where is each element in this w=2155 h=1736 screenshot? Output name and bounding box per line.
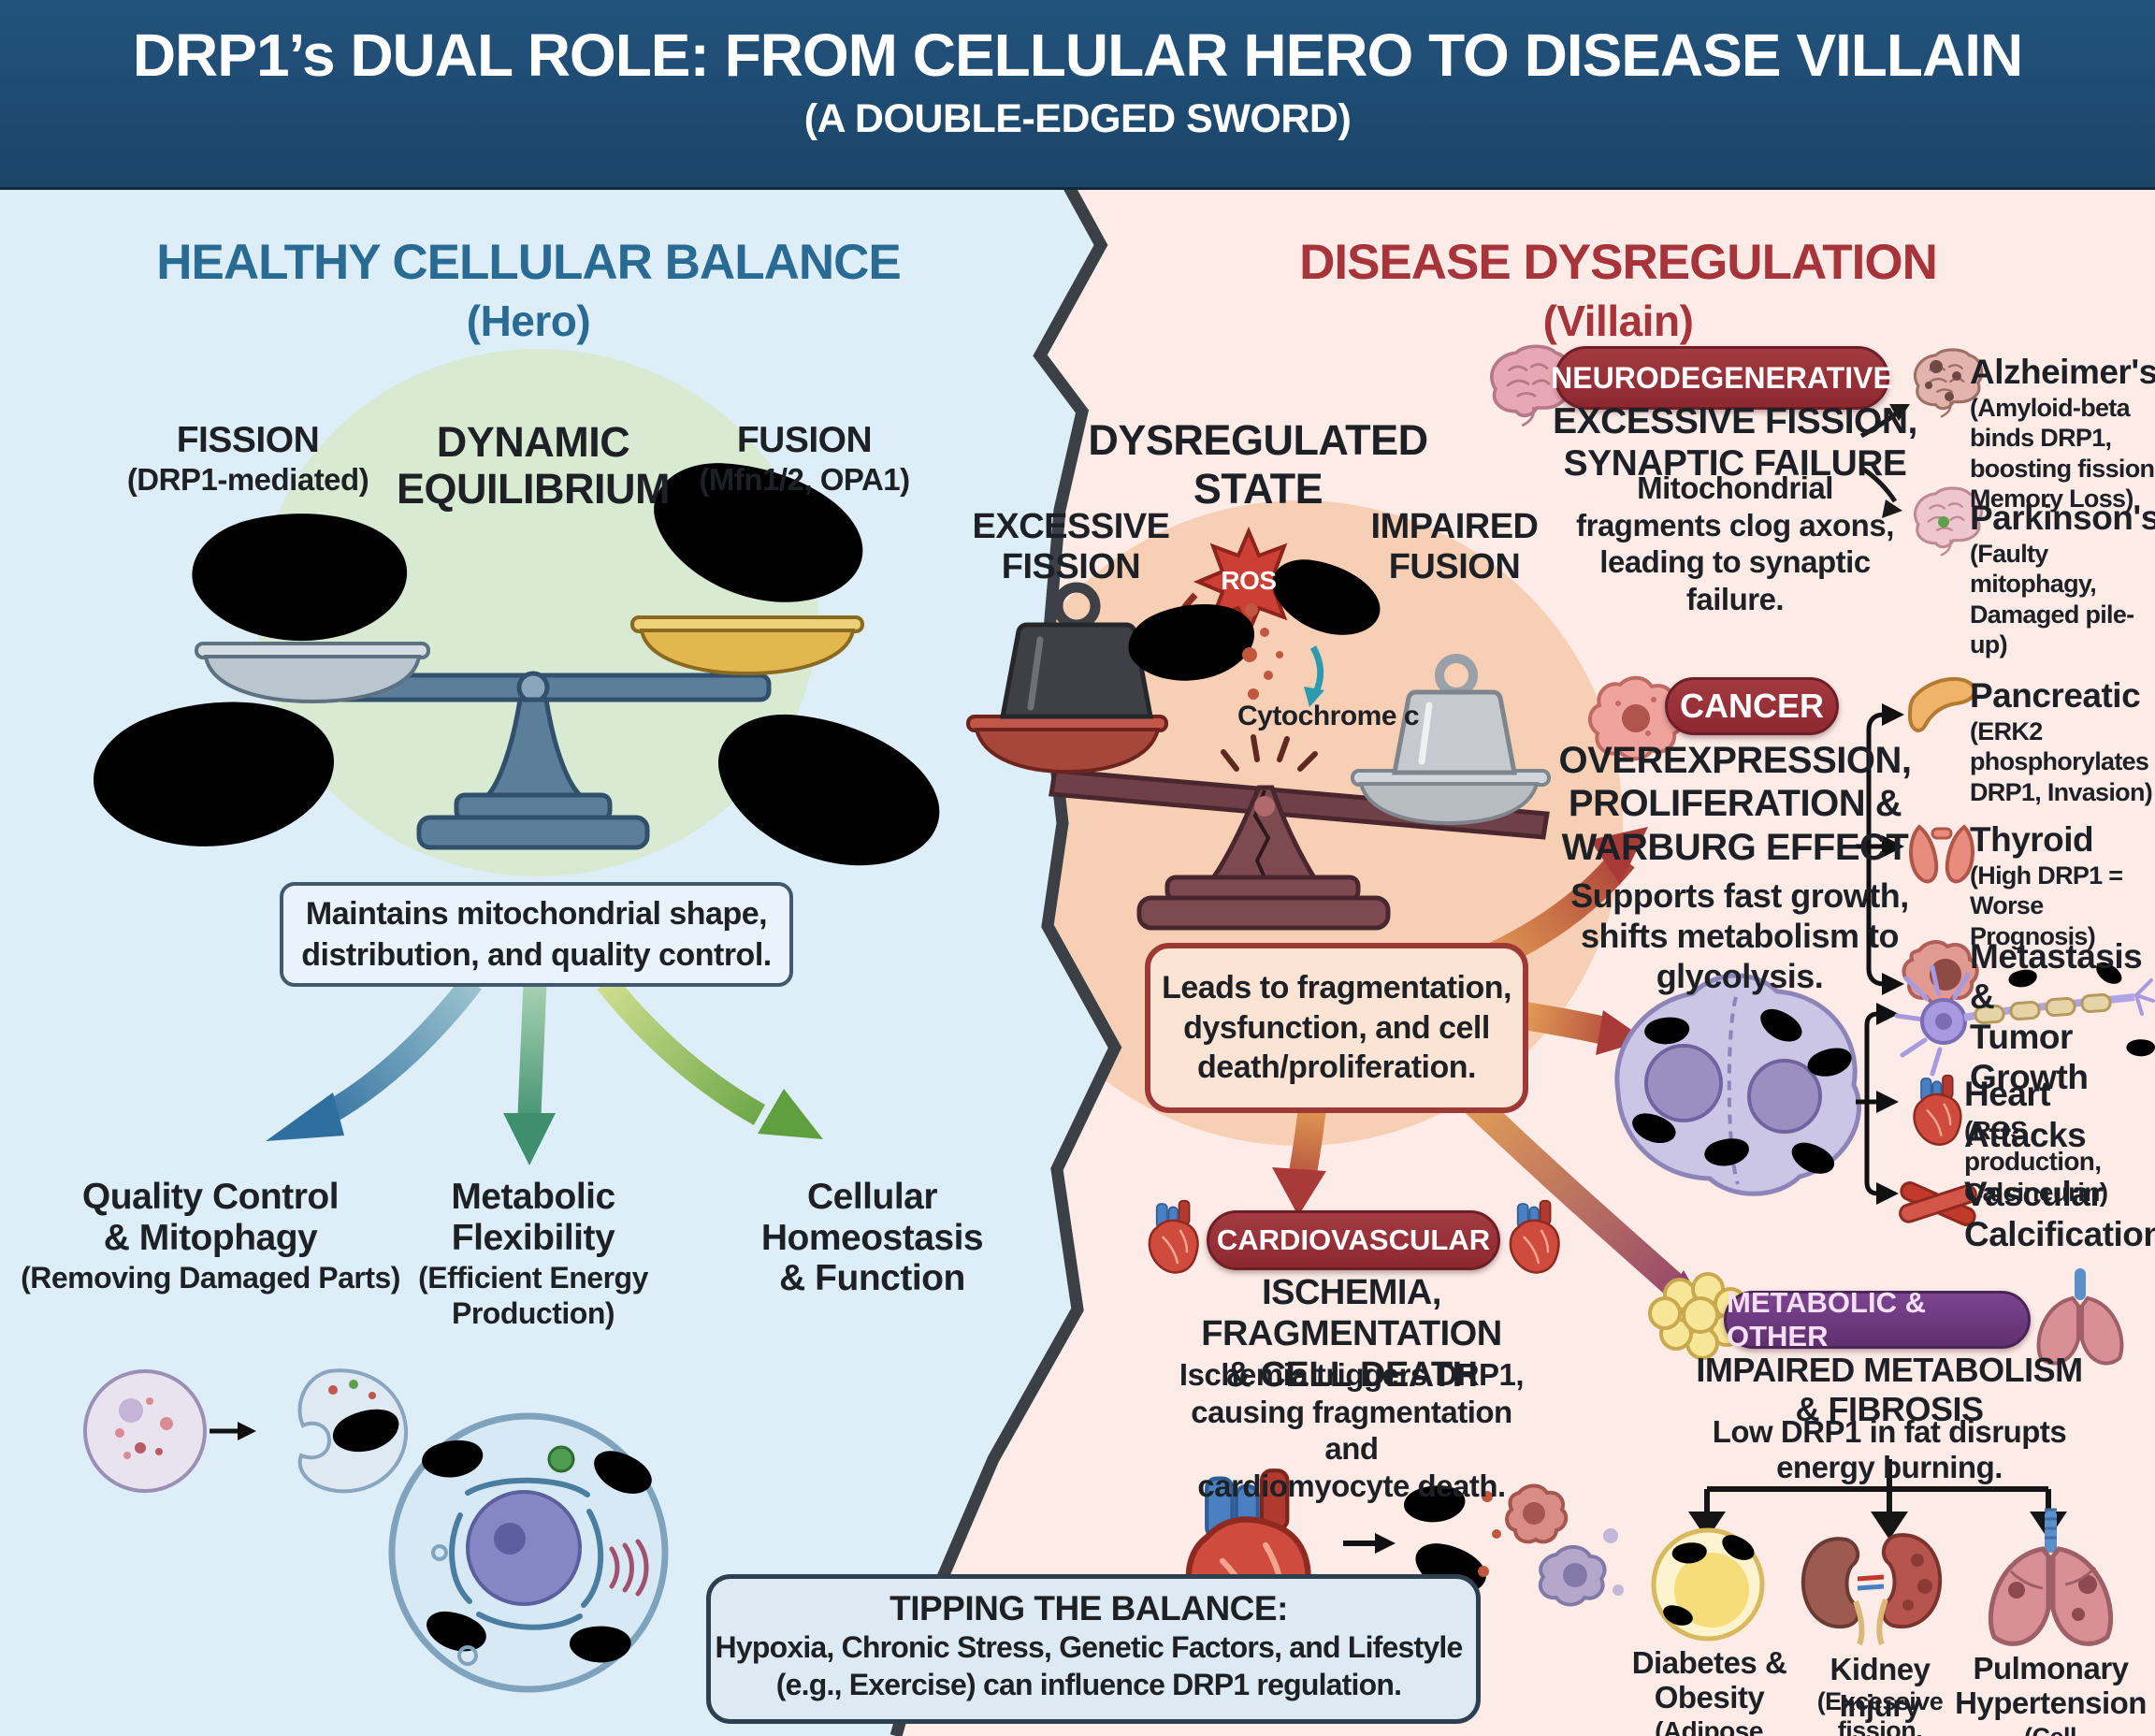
leads-box: Leads to fragmentation, dysfunction, and… [1145, 943, 1528, 1113]
metabolic-body: Low DRP1 in fat disrupts energy burning. [1712, 1414, 2067, 1485]
black-weight [999, 622, 1154, 719]
heart-attacks-name: Heart Attacks [1964, 1075, 2087, 1154]
balanced-scale [195, 615, 864, 850]
neuron-icon [1894, 959, 2155, 1077]
maintains-text: Maintains mitochondrial shape, distribut… [301, 895, 772, 973]
metabolic-branch [1704, 1459, 2051, 1513]
parkinsons-lewy-body [1938, 516, 1949, 528]
kidneys-icon [1801, 1533, 1943, 1646]
pancreatic-name: Pancreatic [1970, 676, 2141, 715]
left-heading: HEALTHY CELLULAR BALANCE [156, 235, 902, 290]
pancreatic-sub: (ERK2 phosphorylates DRP1, Invasion) [1970, 717, 2153, 806]
tipping-title: TIPPING THE BALANCE: [889, 1589, 1288, 1628]
alzheimers-sub: (Amyloid-beta binds DRP1, boosting fissi… [1970, 394, 2155, 514]
maintains-box: Maintains mitochondrial shape, distribut… [280, 882, 793, 987]
impaired-fusion-label: IMPAIRED FUSION [1370, 507, 1539, 587]
outcome1-title: Quality Control & Mitophagy [81, 1177, 340, 1258]
cardio-illustration [1189, 1470, 1624, 1648]
adipocyte-icon [1651, 1527, 1765, 1642]
dysregulated-state-label: DYSREGULATED STATE [1088, 416, 1428, 514]
diabetes-name: Diabetes & Obesity [1631, 1645, 1787, 1714]
vascular-name: Vascular Calcification [1964, 1175, 2155, 1253]
pulmonary-sub: (Cell Proliferation) [1945, 1723, 2155, 1736]
outcome2-sub: (Efficient Energy Production) [418, 1261, 648, 1330]
lungs-small-icon [2036, 1268, 2124, 1366]
cancer-bracket [1856, 712, 1885, 987]
main-title: DRP1’s DUAL ROLE: FROM CELLULAR HERO TO … [132, 22, 2023, 89]
alzheimers-plaques [1925, 360, 1961, 401]
fragment-dots [1242, 603, 1283, 700]
spark-lines [1221, 734, 1318, 772]
thyroid-icon [1909, 824, 1974, 884]
healthy-cell-illustration [388, 1412, 669, 1693]
fusion-sub: (Mfn1/2, OPA1) [699, 462, 910, 497]
cancer-cell-icon [1588, 675, 1685, 761]
cardio-title: ISCHEMIA, FRAGMENTATION & CELL DEATH [1201, 1273, 1502, 1396]
cytochrome-label: Cytochrome c [1237, 701, 1420, 731]
diabetes-sub: (Adipose tissue disruption) [1655, 1716, 1763, 1736]
pulmonary-name: Pulmonary Hypertension [1955, 1651, 2147, 1720]
cancer-body: Supports fast growth, shifts metabolism … [1570, 876, 1909, 996]
parkinsons-sub: (Faulty mitophagy, Damaged pile-up) [1970, 540, 2134, 659]
kidney-sub: (Excessive fission, Cell Death) [1816, 1687, 1944, 1736]
cardio-body: Ischemia triggers DRP1, causing fragment… [1179, 1357, 1525, 1503]
tipping-box [706, 1574, 1481, 1724]
tilted-scale [966, 582, 1551, 931]
tipping-body: Hypoxia, Chronic Stress, Genetic Factors… [715, 1630, 1464, 1701]
cytochrome-arrowhead [1304, 687, 1324, 707]
metabolic-title: IMPAIRED METABOLISM & FIBROSIS [1696, 1351, 2083, 1428]
alzheimers-name: Alzheimer's [1970, 353, 2155, 391]
left-subheading: (Hero) [466, 297, 591, 345]
cardiovascular-badge: CARDIOVASCULAR [1207, 1210, 1500, 1270]
cell-outcome-bracket [1856, 1011, 1879, 1196]
right-subheading: (Villain) [1542, 297, 1694, 345]
neuro-body: Mitochondrial fragments clog axons, lead… [1576, 470, 1894, 616]
cancer-badge: CANCER [1665, 677, 1839, 735]
dividing-cell-illustration [1614, 973, 1861, 1196]
leads-text: Leads to fragmentation, dysfunction, and… [1162, 969, 1511, 1086]
excessive-fission-label: EXCESSIVE FISSION [972, 507, 1170, 587]
dynamic-equilibrium-label: DYNAMIC EQUILIBRIUM [397, 418, 671, 514]
fusion-label: FUSION [736, 420, 873, 460]
vessel-icon [1899, 1181, 1977, 1226]
parkinsons-name: Parkinson's [1970, 499, 2155, 537]
cancer-title: OVEREXPRESSION, PROLIFERATION & WARBURG … [1558, 740, 1912, 868]
fission-sub: (DRP1-mediated) [126, 462, 369, 497]
outcome-arrows [266, 975, 823, 1165]
fission-label: FISSION [176, 420, 320, 460]
metastasis-name: Metastasis & Tumor Growth [1970, 937, 2143, 1096]
header-bar [0, 0, 2155, 187]
zigzag-divider [889, 183, 1122, 1736]
main-subtitle: (A DOUBLE-EDGED SWORD) [803, 96, 1352, 141]
mitophagy-illustration [83, 1368, 409, 1494]
right-heading: DISEASE DYSREGULATION [1299, 235, 1938, 290]
lungs-fibrosis-icon [1988, 1508, 2114, 1646]
outcome1-sub: (Removing Damaged Parts) [21, 1261, 400, 1295]
outcome2-title: Metabolic Flexibility [451, 1177, 615, 1258]
thyroid-sub: (High DRP1 = Worse Prognosis) [1970, 861, 2123, 950]
heart-attacks-sub: (ROS production, Calcineurin) [1964, 1116, 2108, 1208]
thyroid-name: Thyroid [1970, 820, 2094, 859]
neurodegenerative-badge: NEURODEGENERATIVE [1551, 346, 1893, 410]
metabolic-badge: METABOLIC & OTHER [1724, 1286, 2031, 1353]
neuro-title: EXCESSIVE FISSION, SYNAPTIC FAILURE [1553, 401, 1917, 485]
outcome3-title: Cellular Homeostasis & Function [760, 1177, 984, 1299]
kidney-name: Kidney Injury [1830, 1652, 1931, 1723]
ros-label: ROS [1221, 566, 1277, 595]
pancreas-icon [1907, 676, 1977, 732]
